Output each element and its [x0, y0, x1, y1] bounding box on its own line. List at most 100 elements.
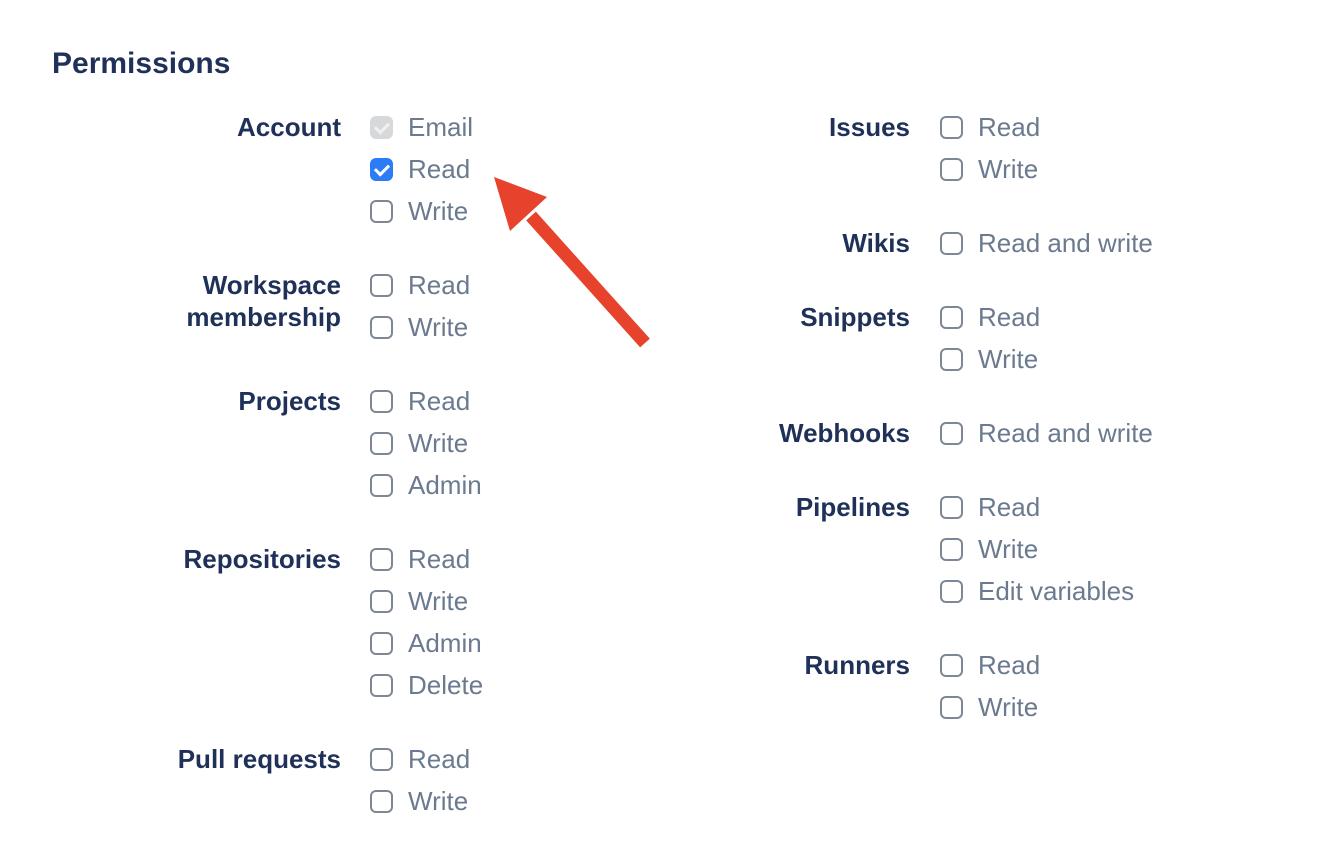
permission-row: Read	[940, 644, 1040, 686]
permission-group-snippets: Snippets Read Write	[700, 296, 1153, 380]
group-options: Read Write	[370, 264, 470, 348]
checkbox-label-webhooks-read-and-write[interactable]: Read and write	[978, 418, 1153, 448]
checkbox-label-pipelines-write[interactable]: Write	[978, 534, 1039, 564]
permission-row: Read	[370, 264, 470, 306]
checkbox-label-runners-read[interactable]: Read	[978, 650, 1041, 680]
checkbox-pull-requests-read[interactable]	[370, 747, 393, 771]
checkbox-projects-read[interactable]	[370, 389, 393, 413]
checkbox-repositories-read[interactable]	[370, 547, 393, 571]
group-options: Read Write Admin Delete	[370, 538, 483, 706]
checkbox-snippets-read[interactable]	[940, 305, 963, 329]
group-options: Read Write Admin	[370, 380, 482, 506]
checkbox-pipelines-write[interactable]	[940, 537, 963, 561]
permission-row: Read	[370, 148, 473, 190]
checkbox-label-repositories-write[interactable]: Write	[408, 586, 469, 616]
checkbox-label-repositories-admin[interactable]: Admin	[408, 628, 482, 658]
permission-row: Edit variables	[940, 570, 1134, 612]
checkbox-account-write[interactable]	[370, 199, 393, 223]
group-options: Read Write	[940, 106, 1040, 190]
checkbox-snippets-write[interactable]	[940, 347, 963, 371]
checkbox-label-account-write[interactable]: Write	[408, 196, 469, 226]
permission-group-wikis: Wikis Read and write	[700, 222, 1153, 264]
checkbox-issues-read[interactable]	[940, 115, 963, 139]
permission-group-repositories: Repositories Read Write Admin Delete	[52, 538, 484, 706]
checkbox-label-pull-requests-read[interactable]: Read	[408, 744, 471, 774]
checkbox-label-repositories-read[interactable]: Read	[408, 544, 471, 574]
permission-group-pipelines: Pipelines Read Write Edit variables	[700, 486, 1153, 612]
permission-row: Delete	[370, 664, 483, 706]
permission-row: Read	[940, 106, 1040, 148]
permission-row: Read	[940, 486, 1134, 528]
group-options: Read and write	[940, 222, 1153, 264]
checkbox-runners-write[interactable]	[940, 695, 963, 719]
checkbox-label-runners-write[interactable]: Write	[978, 692, 1039, 722]
permission-row: Read and write	[940, 222, 1153, 264]
checkbox-projects-write[interactable]	[370, 431, 393, 455]
checkbox-label-issues-write[interactable]: Write	[978, 154, 1039, 184]
checkbox-pipelines-edit-variables[interactable]	[940, 579, 963, 603]
group-options: Read Write	[370, 738, 470, 822]
group-label-wikis: Wikis	[842, 228, 910, 258]
permissions-column-left: Account Email Read Write Workspace membe…	[52, 106, 483, 844]
checkbox-account-read[interactable]	[370, 157, 393, 181]
group-label-snippets: Snippets	[800, 302, 910, 332]
checkbox-label-projects-read[interactable]: Read	[408, 386, 471, 416]
group-options: Read Write	[940, 296, 1040, 380]
group-options: Read Write	[940, 644, 1040, 728]
checkbox-label-account-read[interactable]: Read	[408, 154, 471, 184]
group-label-pull-requests: Pull requests	[177, 744, 341, 774]
checkbox-repositories-delete[interactable]	[370, 673, 393, 697]
checkbox-label-pipelines-read[interactable]: Read	[978, 492, 1041, 522]
permission-group-webhooks: Webhooks Read and write	[700, 412, 1153, 454]
checkbox-label-repositories-delete[interactable]: Delete	[408, 670, 484, 700]
permission-row: Write	[940, 338, 1040, 380]
checkbox-label-projects-write[interactable]: Write	[408, 428, 469, 458]
page-title: Permissions	[52, 47, 231, 80]
checkbox-workspace-membership-write[interactable]	[370, 315, 393, 339]
permission-row: Read and write	[940, 412, 1153, 454]
permission-group-issues: Issues Read Write	[700, 106, 1153, 190]
checkbox-webhooks-read-and-write[interactable]	[940, 421, 963, 445]
permission-row: Write	[370, 190, 473, 232]
group-options: Read Write Edit variables	[940, 486, 1134, 612]
red-arrow-shaft	[526, 211, 650, 348]
group-label-repositories: Repositories	[183, 544, 342, 574]
checkbox-workspace-membership-read[interactable]	[370, 273, 393, 297]
group-label-workspace-membership: Workspace membership	[186, 270, 341, 332]
group-label-runners: Runners	[804, 650, 910, 680]
checkbox-label-snippets-write[interactable]: Write	[978, 344, 1039, 374]
checkbox-label-pull-requests-write[interactable]: Write	[408, 786, 469, 816]
permission-row: Write	[940, 148, 1040, 190]
checkbox-repositories-admin[interactable]	[370, 631, 393, 655]
checkbox-wikis-read-and-write[interactable]	[940, 231, 963, 255]
permission-row: Write	[370, 780, 470, 822]
checkbox-label-issues-read[interactable]: Read	[978, 112, 1041, 142]
checkbox-label-projects-admin[interactable]: Admin	[408, 470, 482, 500]
checkbox-issues-write[interactable]	[940, 157, 963, 181]
checkbox-pull-requests-write[interactable]	[370, 789, 393, 813]
checkbox-projects-admin[interactable]	[370, 473, 393, 497]
checkbox-label-workspace-membership-read[interactable]: Read	[408, 270, 471, 300]
group-label-pipelines: Pipelines	[795, 492, 910, 522]
group-options: Email Read Write	[370, 106, 473, 232]
checkbox-pipelines-read[interactable]	[940, 495, 963, 519]
permission-row: Read	[940, 296, 1040, 338]
permission-group-account: Account Email Read Write	[52, 106, 483, 232]
checkbox-label-wikis-read-and-write[interactable]: Read and write	[978, 228, 1153, 258]
checkbox-repositories-write[interactable]	[370, 589, 393, 613]
permission-group-pull-requests: Pull requests Read Write	[52, 738, 483, 822]
group-label-issues: Issues	[829, 112, 910, 142]
permission-row: Write	[940, 528, 1134, 570]
permission-row: Write	[370, 580, 483, 622]
checkbox-label-workspace-membership-write[interactable]: Write	[408, 312, 469, 342]
permissions-column-right: Issues Read Write Wikis Read and write	[700, 106, 1153, 760]
checkbox-account-email	[370, 115, 393, 139]
group-options: Read and write	[940, 412, 1153, 454]
checkbox-label-pipelines-edit-variables[interactable]: Edit variables	[978, 576, 1135, 606]
permission-row: Write	[370, 306, 470, 348]
checkbox-label-snippets-read[interactable]: Read	[978, 302, 1041, 332]
group-label-webhooks: Webhooks	[779, 418, 910, 448]
permission-row: Read	[370, 738, 470, 780]
checkbox-runners-read[interactable]	[940, 653, 963, 677]
